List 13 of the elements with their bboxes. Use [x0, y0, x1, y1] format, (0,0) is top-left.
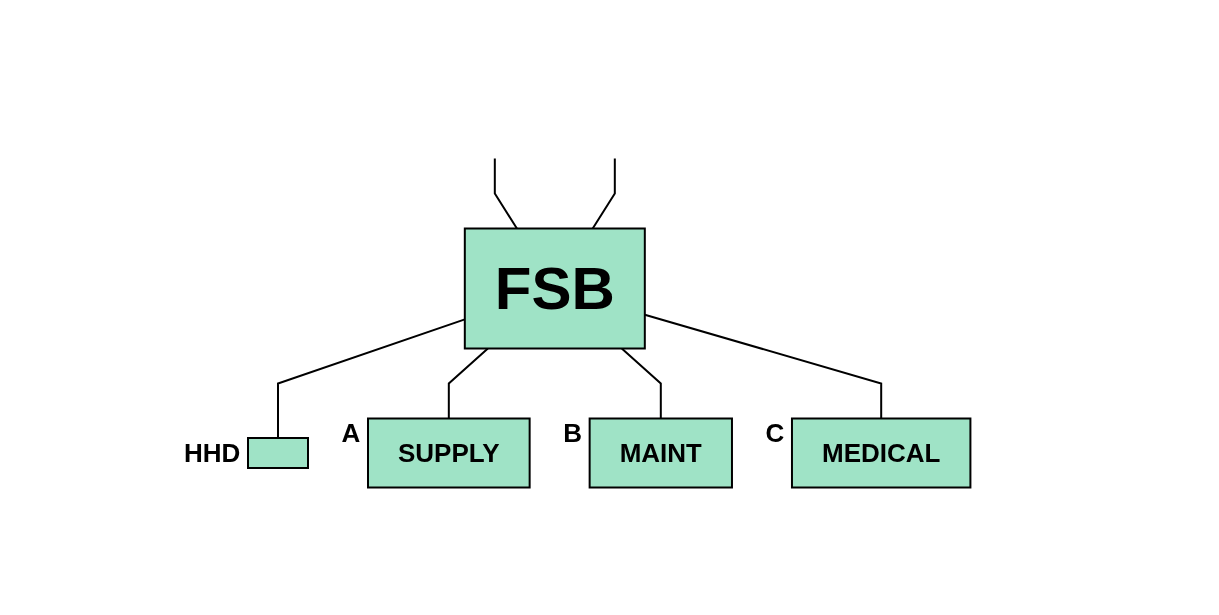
node-box: FSB: [464, 227, 647, 349]
node-box: [247, 436, 310, 469]
connector: [621, 347, 663, 419]
unit-label: C: [765, 418, 785, 449]
unit-label: B: [563, 418, 582, 449]
node-box: MEDICAL: [791, 417, 972, 488]
node-box: MAINT: [588, 417, 734, 488]
connector: [592, 157, 617, 229]
connector: [448, 347, 490, 419]
connector: [494, 157, 519, 229]
unit-label: HHD: [183, 437, 241, 469]
node-box: SUPPLY: [367, 417, 531, 488]
unit-label: A: [341, 418, 361, 449]
